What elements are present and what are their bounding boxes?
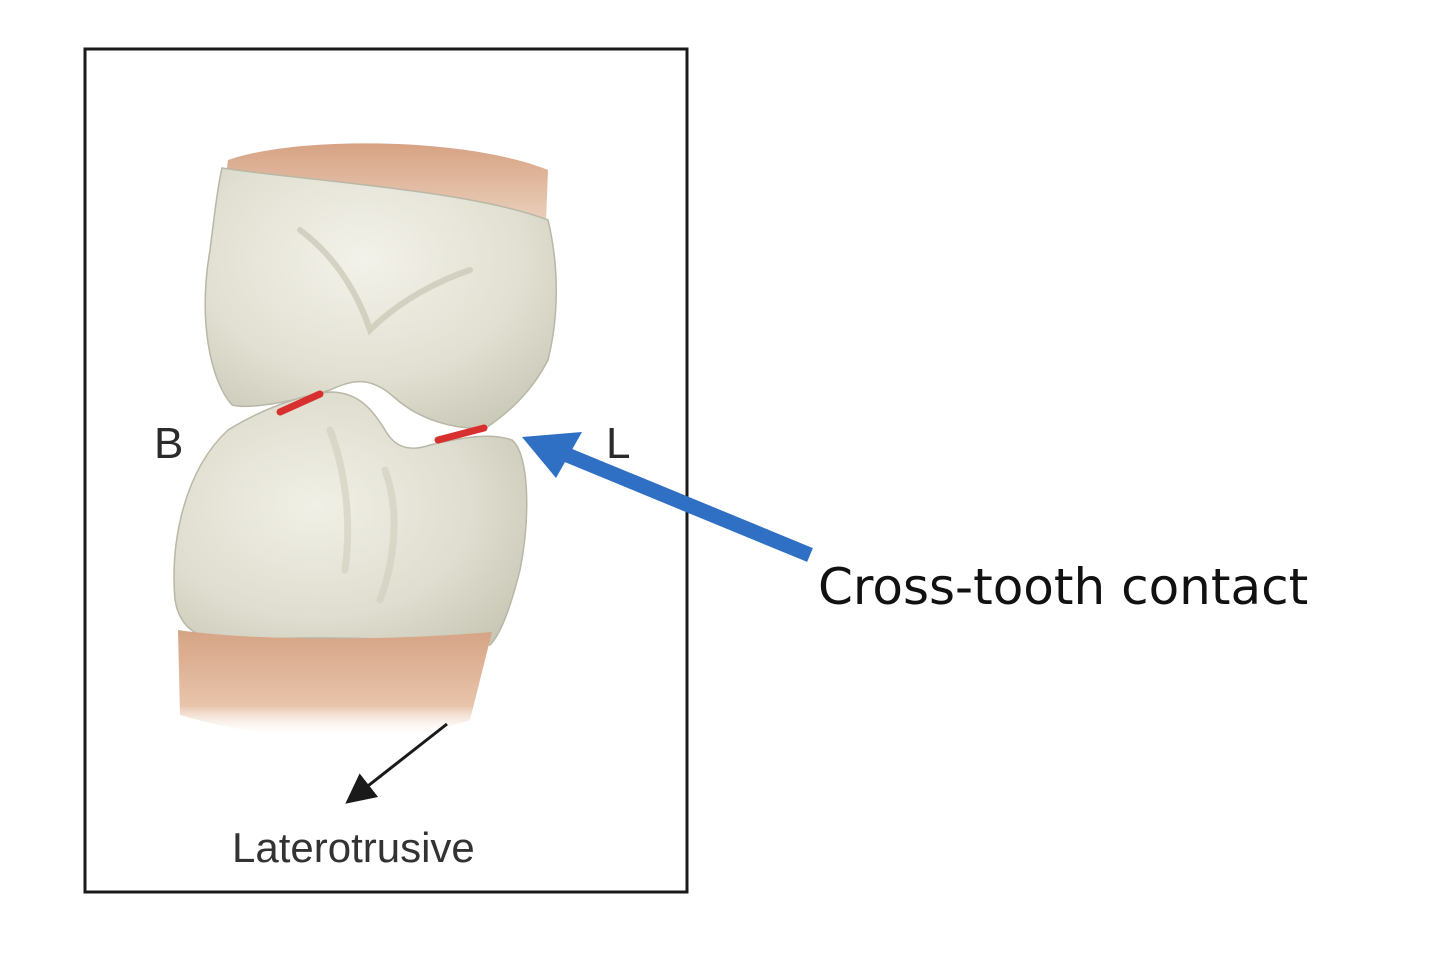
laterotrusive-label: Laterotrusive bbox=[232, 824, 475, 871]
buccal-contact-mark bbox=[276, 390, 324, 416]
upper-tooth bbox=[204, 167, 557, 429]
lingual-contact-mark bbox=[434, 424, 488, 444]
lower-gingiva bbox=[178, 630, 492, 739]
upper-tooth-fossa bbox=[297, 227, 473, 336]
lingual-label: L bbox=[606, 419, 630, 468]
callout-arrow bbox=[522, 432, 813, 562]
cross-tooth-contact-label: Cross-tooth contact bbox=[818, 558, 1308, 616]
buccal-label: B bbox=[154, 419, 183, 468]
lower-tooth-fossa bbox=[326, 426, 398, 604]
laterotrusive-arrow bbox=[345, 722, 448, 804]
upper-gingiva bbox=[222, 143, 548, 222]
